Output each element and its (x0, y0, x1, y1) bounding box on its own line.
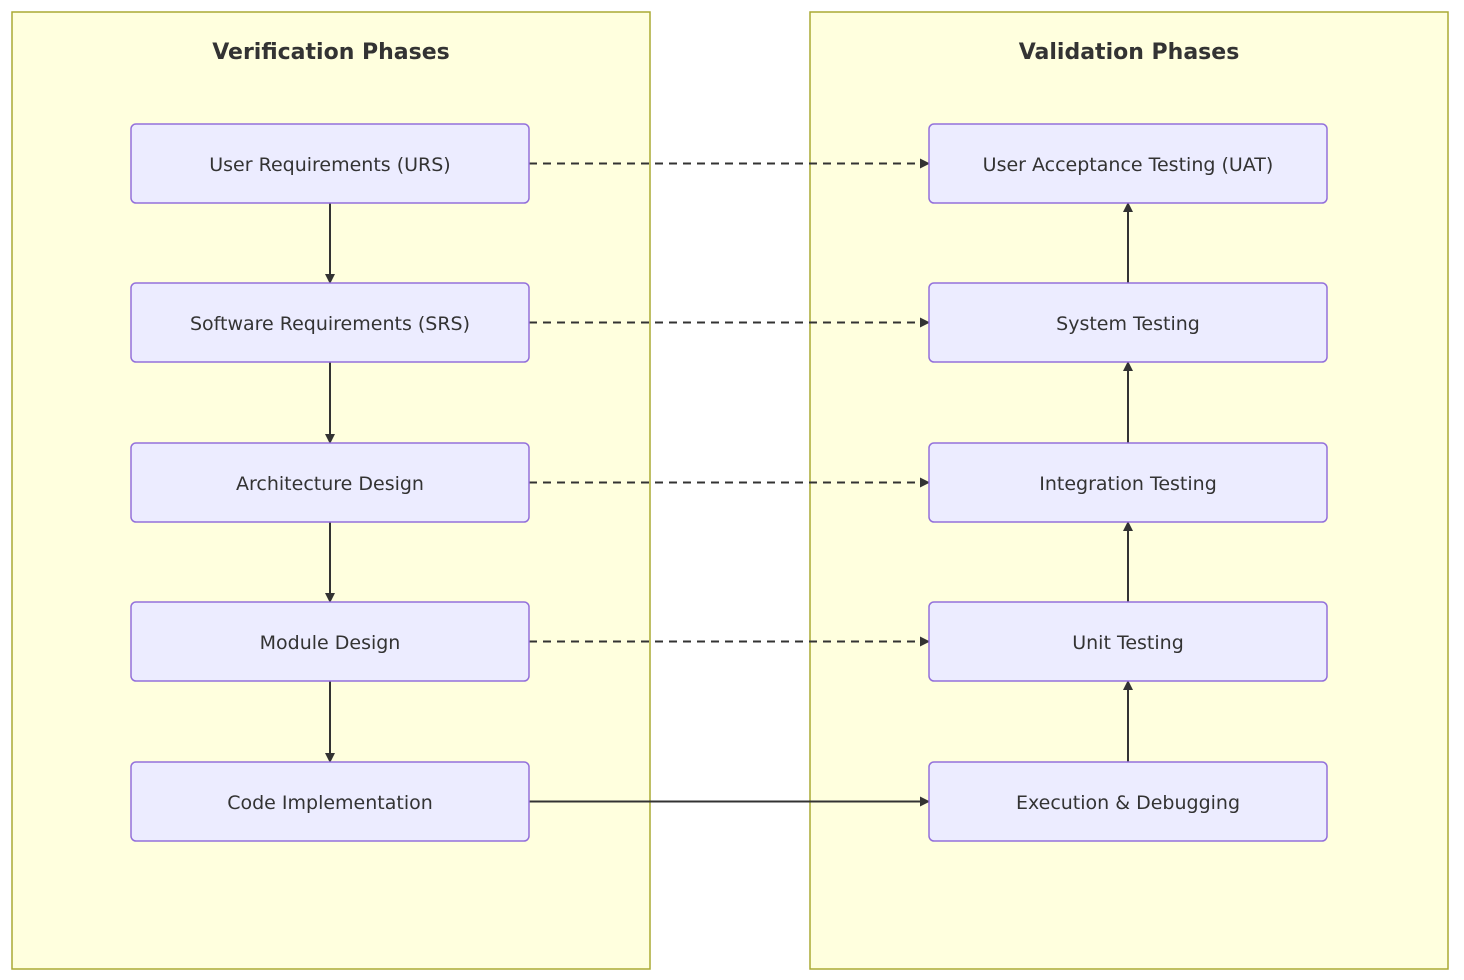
node-user-acceptance-testing-label: User Acceptance Testing (UAT) (983, 154, 1274, 176)
node-software-requirements-box (130, 282, 530, 363)
node-integration-testing-box (928, 442, 1328, 523)
node-module-design-label: Module Design (260, 632, 401, 654)
node-integration-testing-label: Integration Testing (1039, 473, 1217, 495)
node-unit-testing-box (928, 601, 1328, 682)
node-integration-testing[interactable]: Integration Testing (928, 442, 1328, 523)
node-code-implementation-box (130, 761, 530, 842)
node-unit-testing-label: Unit Testing (1072, 632, 1184, 654)
node-software-requirements-label: Software Requirements (SRS) (190, 313, 470, 335)
node-software-requirements[interactable]: Software Requirements (SRS) (130, 282, 530, 363)
node-execution-debugging[interactable]: Execution & Debugging (928, 761, 1328, 842)
node-execution-debugging-box (928, 761, 1328, 842)
node-user-requirements-box (130, 123, 530, 204)
node-module-design-box (130, 601, 530, 682)
node-user-acceptance-testing-box (928, 123, 1328, 204)
node-execution-debugging-label: Execution & Debugging (1016, 792, 1240, 814)
node-system-testing-box (928, 282, 1328, 363)
edges (325, 158, 1133, 807)
node-user-requirements[interactable]: User Requirements (URS) (130, 123, 530, 204)
node-user-acceptance-testing[interactable]: User Acceptance Testing (UAT) (928, 123, 1328, 204)
node-architecture-design-box (130, 442, 530, 523)
node-code-implementation-label: Code Implementation (227, 792, 433, 814)
node-code-implementation[interactable]: Code Implementation (130, 761, 530, 842)
cluster-validation-title: Validation Phases (1019, 40, 1240, 65)
node-architecture-design[interactable]: Architecture Design (130, 442, 530, 523)
node-architecture-design-label: Architecture Design (236, 473, 424, 495)
node-unit-testing[interactable]: Unit Testing (928, 601, 1328, 682)
cluster-verification-title: Verification Phases (212, 40, 450, 65)
node-module-design[interactable]: Module Design (130, 601, 530, 682)
node-user-requirements-label: User Requirements (URS) (209, 154, 450, 176)
node-system-testing-label: System Testing (1056, 313, 1200, 335)
node-system-testing[interactable]: System Testing (928, 282, 1328, 363)
